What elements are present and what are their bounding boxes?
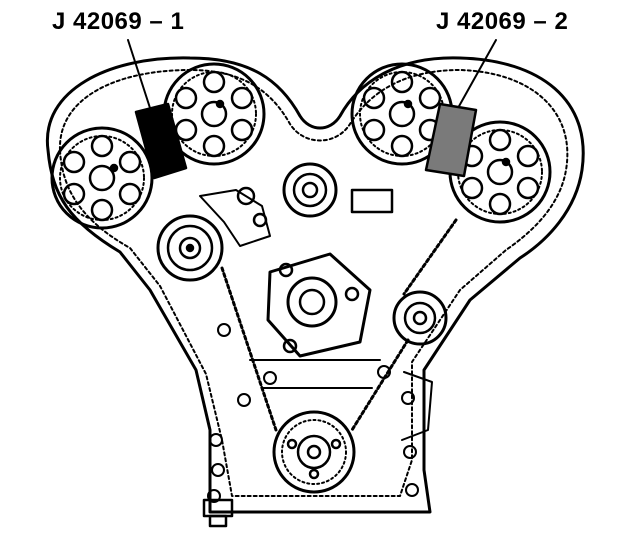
water-pump [266, 252, 372, 358]
crankshaft-sprocket [272, 410, 356, 494]
oil-pump-housing [249, 359, 433, 441]
left-rear-cam-sprocket [162, 62, 266, 166]
belt-run-left [220, 266, 278, 432]
left-tensioner-pulley [156, 214, 224, 282]
cover-bolts [207, 323, 419, 503]
right-idler-pulley [392, 290, 448, 346]
upper-idler-pulley [282, 162, 338, 218]
left-leader-line [127, 39, 151, 109]
right-tool-label: J 42069 – 2 [436, 8, 569, 35]
left-front-cam-sprocket [50, 126, 154, 230]
right-leader-line [457, 39, 497, 109]
belt-run-upper-right [402, 218, 458, 296]
right-cam-holding-tool [424, 102, 478, 178]
cover-plate [350, 188, 394, 214]
tensioner-bracket [199, 189, 271, 247]
crankshaft-bolt [202, 498, 234, 528]
bracket-bolt [236, 186, 256, 206]
timing-belt [58, 69, 569, 497]
belt-run-right [350, 338, 410, 432]
bracket-bolt [252, 212, 268, 228]
left-tool-label: J 42069 – 1 [52, 8, 185, 35]
timing-cover-outline [45, 56, 585, 514]
left-cam-holding-tool [134, 102, 188, 180]
